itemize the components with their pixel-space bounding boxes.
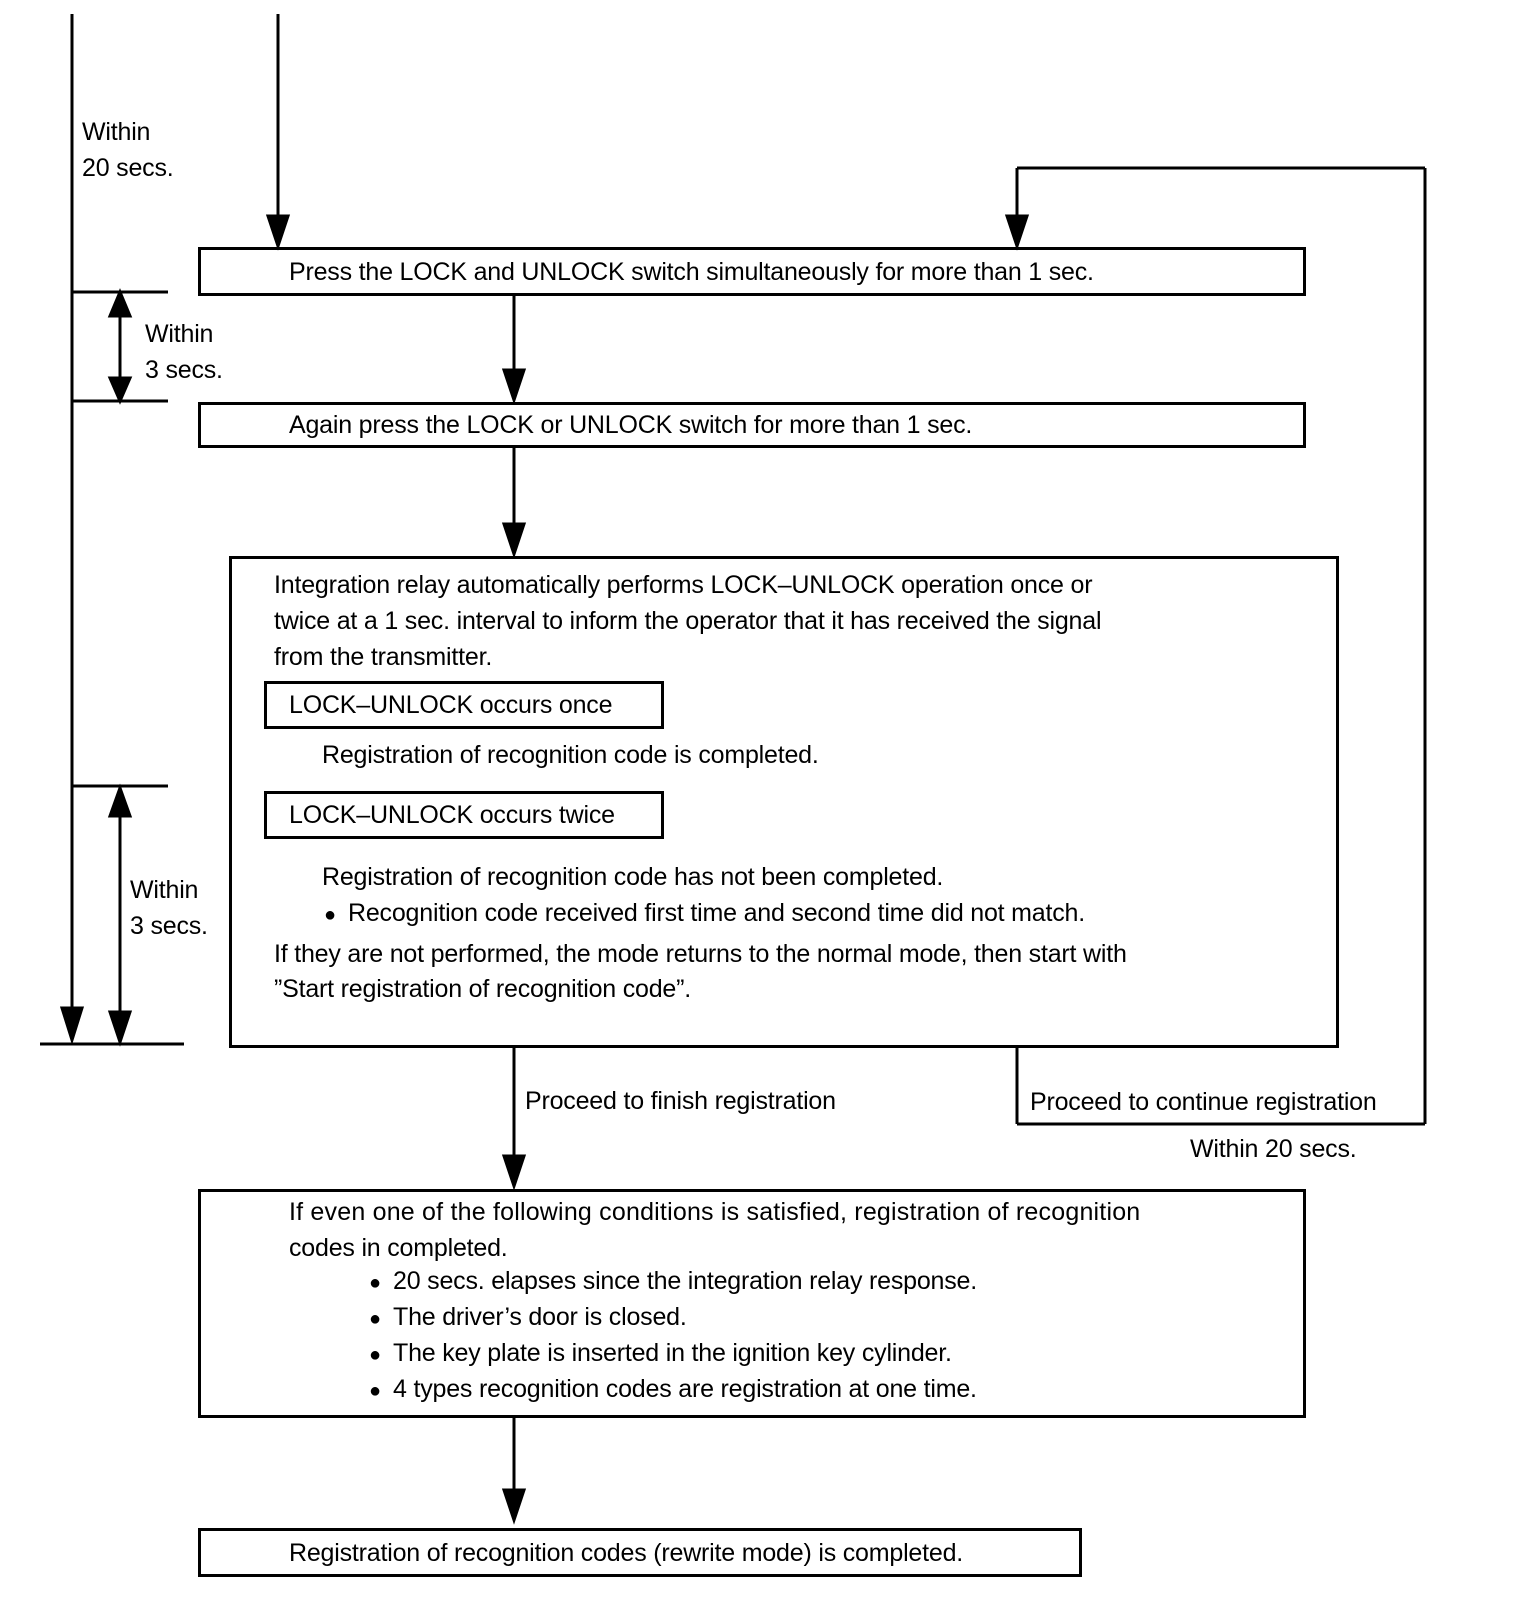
step-press-both-box: Press the LOCK and UNLOCK switch simulta… bbox=[198, 247, 1306, 296]
relay-intro-line3: from the transmitter. bbox=[274, 643, 493, 671]
step-press-again-text: Again press the LOCK or UNLOCK switch fo… bbox=[289, 411, 973, 439]
interval-lower-arrow-up bbox=[107, 783, 133, 818]
condition-item-text: The driver’s door is closed. bbox=[393, 1303, 687, 1331]
timing-arrowhead-20s bbox=[59, 1006, 85, 1046]
relay-response-box: Integration relay automatically performs… bbox=[229, 556, 1339, 1048]
final-step-box: Registration of recognition codes (rewri… bbox=[198, 1528, 1082, 1577]
timing-label-3s-lower-line2: 3 secs. bbox=[130, 912, 208, 940]
interval-lower-arrow-down bbox=[107, 1010, 133, 1047]
continue-branch-label: Proceed to continue registration bbox=[1030, 1088, 1377, 1116]
twice-bullet-item: Recognition code received first time and… bbox=[324, 895, 1085, 933]
condition-item-text: 20 secs. elapses since the integration r… bbox=[393, 1267, 977, 1295]
condition-item: 20 secs. elapses since the integration r… bbox=[369, 1263, 977, 1301]
final-step-text: Registration of recognition codes (rewri… bbox=[289, 1539, 964, 1567]
once-result-text: Registration of recognition code is comp… bbox=[322, 741, 819, 769]
condition-item: The key plate is inserted in the ignitio… bbox=[369, 1335, 952, 1373]
conditions-intro-line1: If even one of the following conditions … bbox=[289, 1198, 1141, 1226]
twice-result-text: Registration of recognition code has not… bbox=[322, 863, 944, 891]
relay-intro-line1: Integration relay automatically performs… bbox=[274, 571, 1093, 599]
twice-bullet-text: Recognition code received first time and… bbox=[348, 899, 1085, 927]
condition-item: 4 types recognition codes are registrati… bbox=[369, 1371, 977, 1409]
timing-label-20s-line1: Within bbox=[82, 118, 151, 146]
once-label-box: LOCK–UNLOCK occurs once bbox=[264, 681, 664, 729]
interval-upper-arrow-down bbox=[107, 376, 133, 405]
once-label-text: LOCK–UNLOCK occurs once bbox=[289, 691, 613, 719]
arrow-4-head bbox=[501, 1488, 527, 1525]
condition-item-text: 4 types recognition codes are registrati… bbox=[393, 1375, 977, 1403]
arrow-1-head bbox=[501, 368, 527, 405]
timing-label-3s-upper-line2: 3 secs. bbox=[145, 356, 223, 384]
finish-branch-label: Proceed to finish registration bbox=[525, 1087, 836, 1115]
relay-footer-line2: ”Start registration of recognition code”… bbox=[274, 975, 692, 1003]
conditions-intro-line2: codes in completed. bbox=[289, 1234, 508, 1262]
step-press-again-box: Again press the LOCK or UNLOCK switch fo… bbox=[198, 402, 1306, 448]
conditions-box: If even one of the following conditions … bbox=[198, 1189, 1306, 1418]
relay-intro-line2: twice at a 1 sec. interval to inform the… bbox=[274, 607, 1102, 635]
step-press-both-text: Press the LOCK and UNLOCK switch simulta… bbox=[289, 258, 1094, 286]
interval-upper-arrow-up bbox=[107, 288, 133, 318]
timing-label-20s-line2: 20 secs. bbox=[82, 154, 174, 182]
timing-label-3s-lower-line1: Within bbox=[130, 876, 199, 904]
timing-label-3s-upper-line1: Within bbox=[145, 320, 214, 348]
relay-footer-line1: If they are not performed, the mode retu… bbox=[274, 940, 1127, 968]
arrow-3-head bbox=[501, 1154, 527, 1191]
twice-label-text: LOCK–UNLOCK occurs twice bbox=[289, 801, 615, 829]
timing-label-20s-right: Within 20 secs. bbox=[1190, 1135, 1357, 1163]
condition-item: The driver’s door is closed. bbox=[369, 1299, 687, 1337]
loop-arrowhead bbox=[1004, 214, 1030, 251]
twice-label-box: LOCK–UNLOCK occurs twice bbox=[264, 791, 664, 839]
condition-item-text: The key plate is inserted in the ignitio… bbox=[393, 1339, 952, 1367]
arrow-2-head bbox=[501, 522, 527, 559]
entry-arrowhead bbox=[265, 214, 291, 251]
